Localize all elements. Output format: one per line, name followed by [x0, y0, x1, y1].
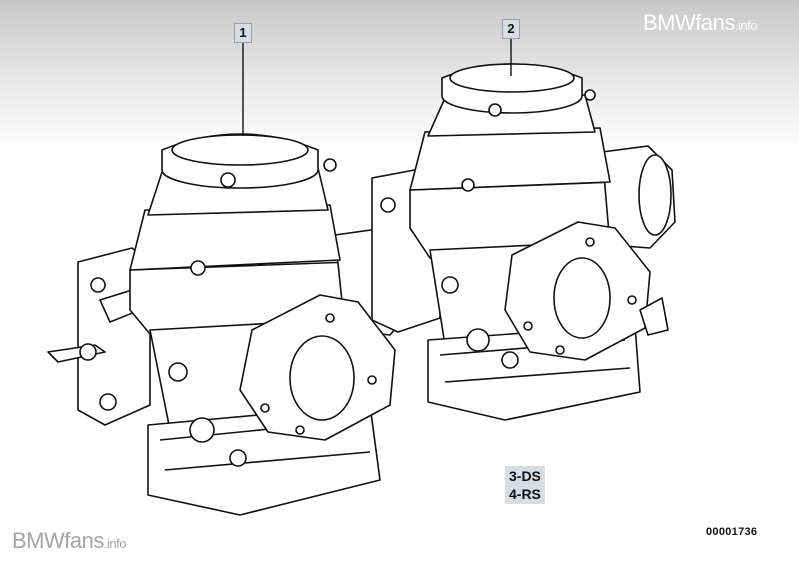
watermark-top-suffix: .info	[734, 18, 758, 33]
carburetor-2	[371, 63, 676, 421]
variant-line-1: 3-DS	[509, 468, 541, 484]
watermark-top-brand: BMWfans	[643, 10, 735, 35]
header-gradient	[0, 0, 799, 150]
watermark-bottom-brand: BMWfans	[12, 528, 104, 553]
diagram-part-number: 00001736	[706, 526, 758, 538]
variant-line-2: 4-RS	[509, 486, 541, 502]
watermark-bottom: BMWfans.info	[12, 528, 126, 554]
callout-2[interactable]: 2	[502, 19, 520, 39]
callout-1[interactable]: 1	[234, 23, 252, 43]
watermark-bottom-suffix: .info	[103, 536, 127, 551]
variant-legend: 3-DS 4-RS	[505, 466, 545, 504]
carburetor-1	[47, 133, 416, 516]
watermark-top: BMWfans.info	[643, 10, 757, 36]
